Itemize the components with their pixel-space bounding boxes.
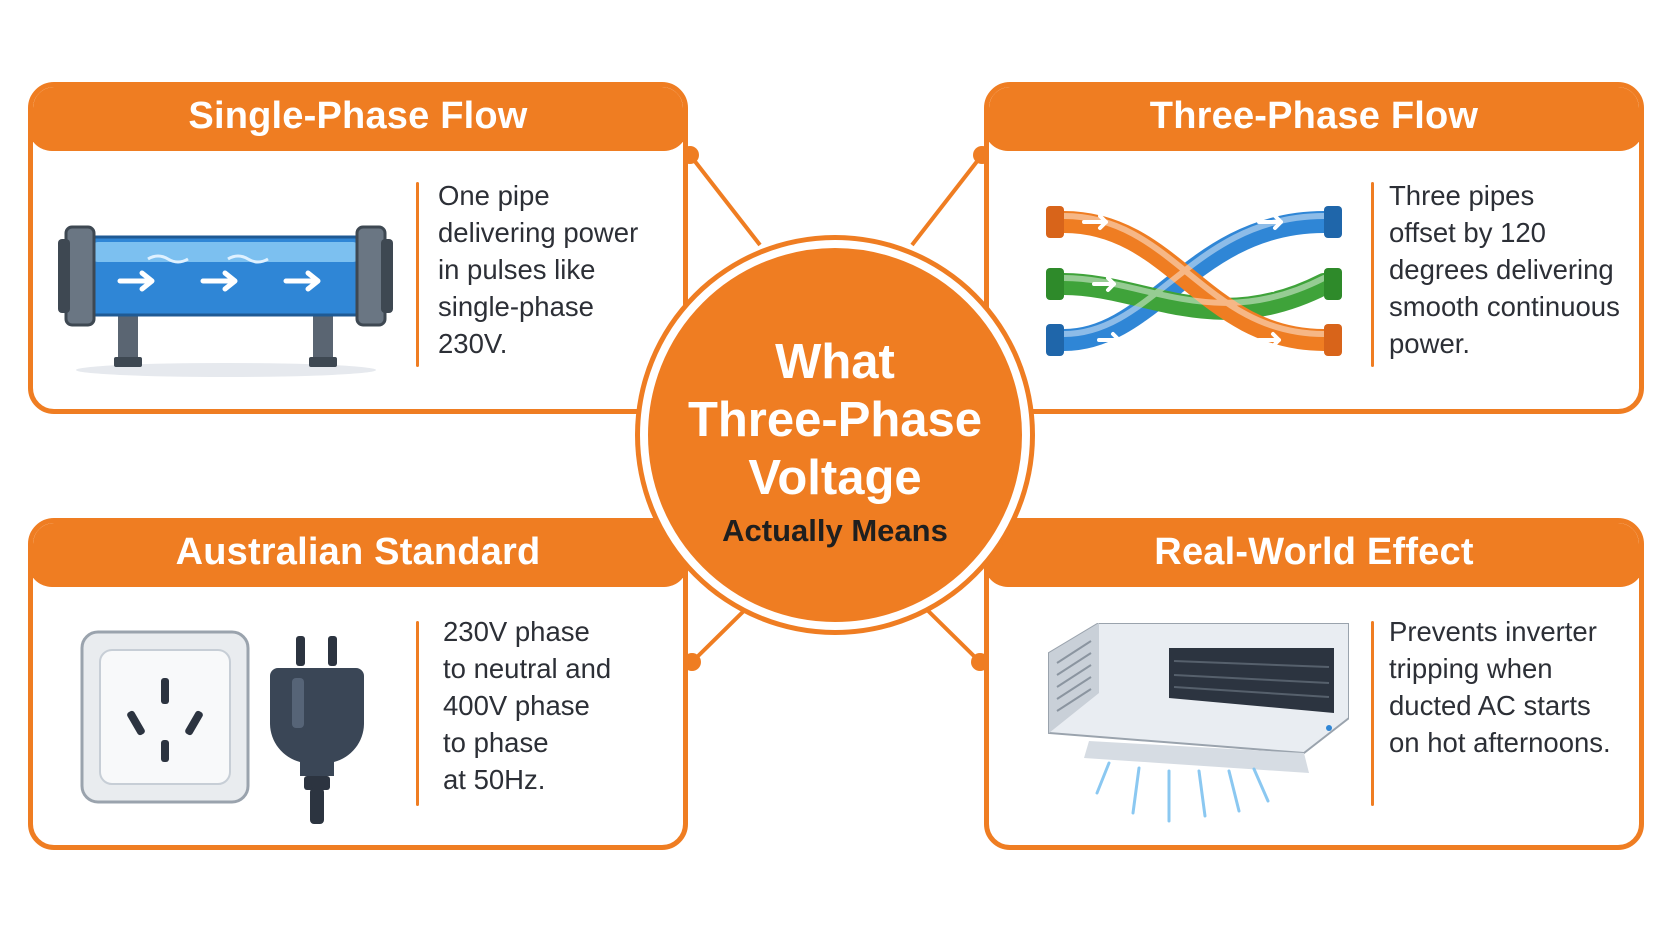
single-phase-card: Single-Phase Flow One pipe delivering po… <box>28 82 688 414</box>
real-world-title: Real-World Effect <box>989 523 1639 587</box>
real-world-divider <box>1371 621 1374 806</box>
real-world-description: Prevents inverter tripping when ducted A… <box>1389 616 1611 758</box>
ducted-air-conditioner-icon <box>1029 622 1350 833</box>
three-phase-divider <box>1371 182 1374 367</box>
australian-standard-divider <box>416 621 419 806</box>
center-title: What Three-Phase Voltage <box>687 335 983 505</box>
australian-standard-card: Australian Standard 230V phase to neutra… <box>28 518 688 850</box>
three-phase-title: Three-Phase Flow <box>989 87 1639 151</box>
power-outlet-and-plug-icon <box>78 628 388 833</box>
single-phase-description: One pipe delivering power in pulses like… <box>438 180 639 359</box>
three-phase-description: Three pipes offset by 120 degrees delive… <box>1389 180 1620 359</box>
single-pipe-icon <box>58 207 393 387</box>
single-phase-title: Single-Phase Flow <box>33 87 683 151</box>
real-world-card: Real-World Effect <box>984 518 1644 850</box>
australian-standard-description: 230V phase to neutral and 400V phase to … <box>443 616 612 795</box>
single-phase-divider <box>416 182 419 367</box>
three-pipes-icon <box>1044 192 1349 382</box>
center-hub: What Three-Phase Voltage Actually Means <box>640 240 1030 630</box>
three-phase-card: Three-Phase Flow <box>984 82 1644 414</box>
australian-standard-title: Australian Standard <box>33 523 683 587</box>
center-subtitle: Actually Means <box>722 513 948 548</box>
